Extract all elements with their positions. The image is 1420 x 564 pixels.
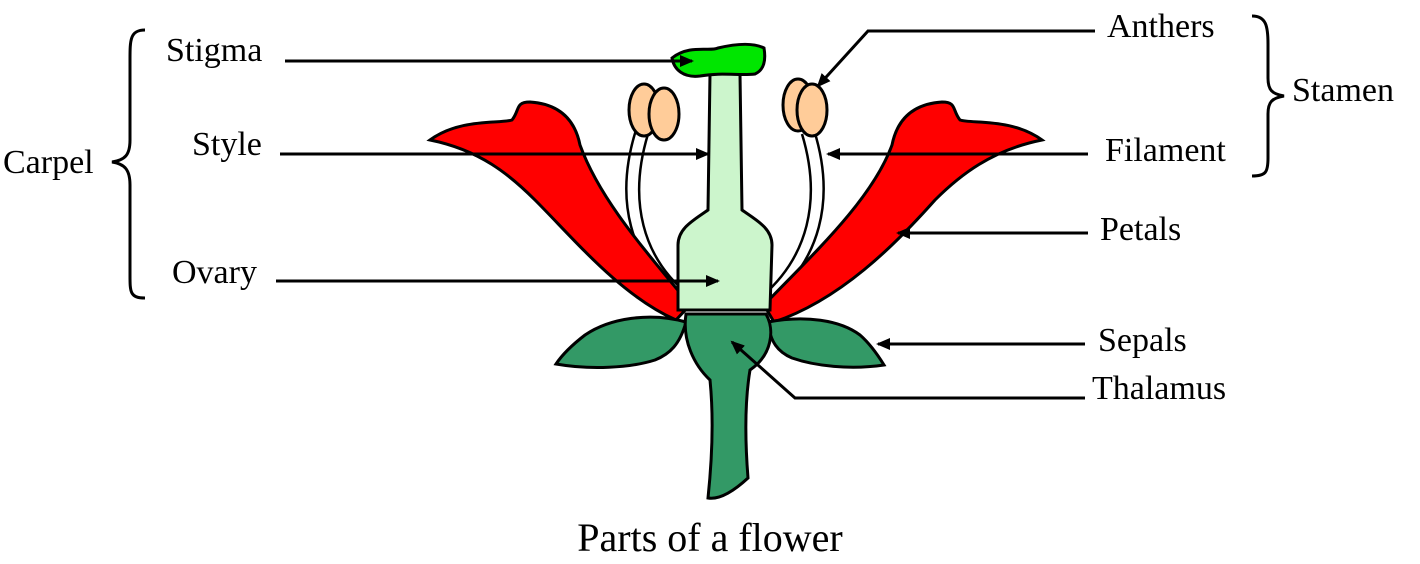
petal-right [762,100,1046,324]
petals-label: Petals [1100,211,1182,248]
sepal-right [766,317,887,369]
carpel-label: Carpel [3,144,94,181]
style-label: Style [192,126,262,163]
ovary-label: Ovary [172,254,257,291]
thalamus-pointer [730,340,1085,400]
ovary-style [676,72,774,312]
thalamus-label: Thalamus [1092,370,1227,407]
sepals-label: Sepals [1098,322,1187,359]
anther-left [627,82,681,142]
diagram-caption: Parts of a flower [577,515,843,560]
sepal-left [553,315,688,369]
thalamus-shape [683,312,773,500]
anthers-label: Anthers [1107,8,1215,45]
anther-right [781,77,829,138]
stamen-bracket [1251,14,1285,178]
leader-lines [276,29,1095,400]
anthers-pointer [816,29,1095,88]
stigma-shape [670,42,767,78]
carpel-bracket [111,28,146,300]
stamen-label: Stamen [1292,72,1394,109]
stigma-label: Stigma [166,32,263,69]
petal-left [426,100,692,322]
filament-label: Filament [1105,132,1226,169]
